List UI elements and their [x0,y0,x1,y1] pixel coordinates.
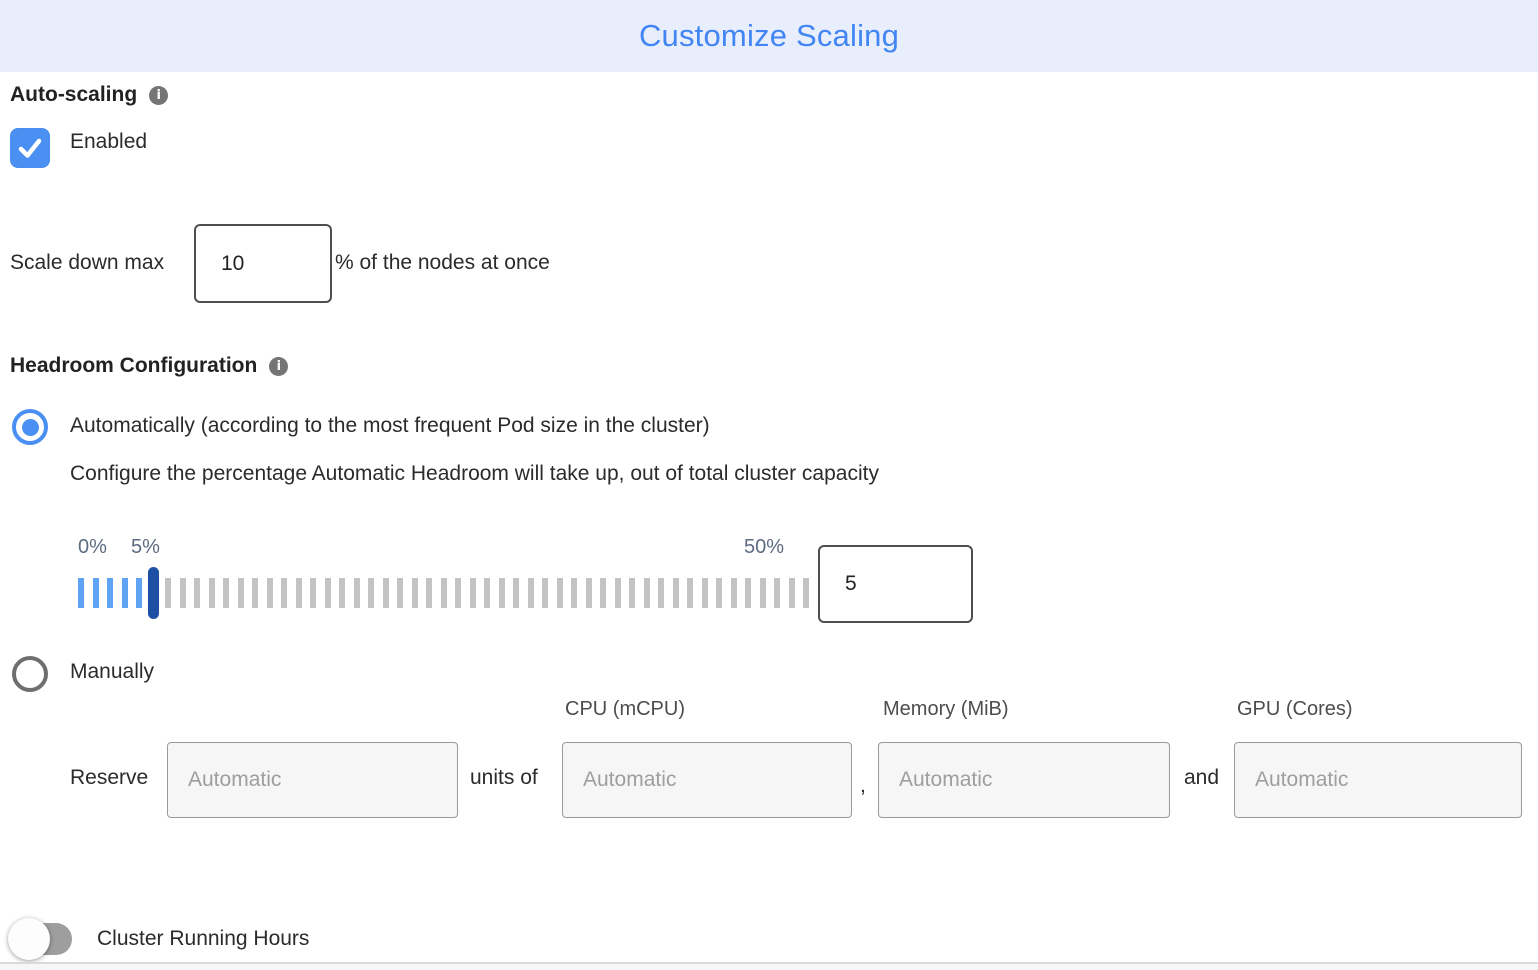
slider-tick [716,578,722,608]
and-label: and [1184,766,1220,789]
scale-down-max-label: Scale down max [10,251,165,274]
slider-tick [542,578,548,608]
slider-tick [339,578,345,608]
slider-tick [397,578,403,608]
headroom-section-label: Headroom Configuration i [10,354,289,378]
slider-tick [455,578,461,608]
headroom-automatic-description: Configure the percentage Automatic Headr… [70,462,879,485]
auto-scaling-enabled-checkbox[interactable] [10,128,50,168]
bottom-strip [0,964,1538,970]
slider-tick [484,578,490,608]
slider-tick [107,578,113,608]
slider-tick [498,578,505,608]
auto-scaling-enabled-label: Enabled [70,130,148,153]
slider-tick [92,578,99,608]
slider-tick [426,578,432,608]
reserve-label: Reserve [70,766,149,789]
column-header-gpu: GPU (Cores) [1237,698,1353,720]
slider-tick [774,578,780,608]
slider-tick [324,578,331,608]
slider-tick [266,578,273,608]
slider-tick [527,578,534,608]
slider-tick [600,578,606,608]
slider-min-label: 0% [78,536,107,558]
reserve-cpu-input[interactable] [562,742,852,818]
page-title: Customize Scaling [638,18,900,53]
slider-tick [469,578,476,608]
slider-tick [629,578,635,608]
slider-tick [701,578,708,608]
slider-tick [672,578,679,608]
slider-tick [730,578,737,608]
slider-tick [121,578,128,608]
slider-tick [788,578,795,608]
bottom-divider [0,962,1538,964]
slider-tick [295,578,302,608]
headroom-manual-radio[interactable] [12,656,48,692]
headroom-configuration-label: Headroom Configuration [10,354,258,377]
slider-tick [411,578,418,608]
slider-tick [643,578,650,608]
reserve-amount-input[interactable] [167,742,458,818]
headroom-automatic-radio[interactable] [12,409,48,445]
headroom-manual-label: Manually [70,660,155,683]
info-icon[interactable]: i [269,356,289,376]
auto-scaling-section-label: Auto-scaling i [10,83,169,107]
slider-max-label: 50% [744,536,785,558]
slider-tick [556,578,563,608]
slider-handle[interactable] [148,567,159,619]
slider-tick [136,578,142,608]
column-header-memory: Memory (MiB) [883,698,1009,720]
slider-tick [353,578,360,608]
dialog-header: Customize Scaling [0,0,1538,72]
slider-tick [759,578,766,608]
slider-tick [614,578,621,608]
slider-tick [310,578,316,608]
column-header-cpu: CPU (mCPU) [565,698,685,720]
slider-tick [165,578,171,608]
headroom-automatic-label: Automatically (according to the most fre… [70,414,710,437]
slider-tick [237,578,244,608]
headroom-percentage-input[interactable] [818,545,973,623]
cluster-running-hours-toggle-knob[interactable] [8,918,50,960]
slider-tick [368,578,374,608]
slider-tick [252,578,258,608]
reserve-memory-input[interactable] [878,742,1170,818]
slider-tick [687,578,693,608]
headroom-slider[interactable] [78,567,809,619]
comma-separator: , [860,774,866,797]
info-icon[interactable]: i [149,85,169,105]
slider-tick [571,578,577,608]
slider-tick [208,578,215,608]
scale-down-max-input[interactable] [194,224,332,303]
auto-scaling-label: Auto-scaling [10,83,138,106]
slider-tick [281,578,287,608]
slider-tick [440,578,447,608]
cluster-running-hours-label: Cluster Running Hours [97,927,310,950]
reserve-gpu-input[interactable] [1234,742,1522,818]
slider-tick [745,578,751,608]
slider-tick [513,578,519,608]
slider-tick [658,578,664,608]
slider-tick [382,578,389,608]
checkmark-icon [18,138,42,158]
slider-tick [78,578,84,608]
units-of-label: units of [470,766,538,789]
slider-tick [194,578,200,608]
scale-down-max-suffix: % of the nodes at once [335,251,550,274]
slider-tick [585,578,592,608]
slider-tick [803,578,809,608]
slider-tick [179,578,186,608]
slider-tick [223,578,229,608]
slider-value-label: 5% [131,536,160,558]
